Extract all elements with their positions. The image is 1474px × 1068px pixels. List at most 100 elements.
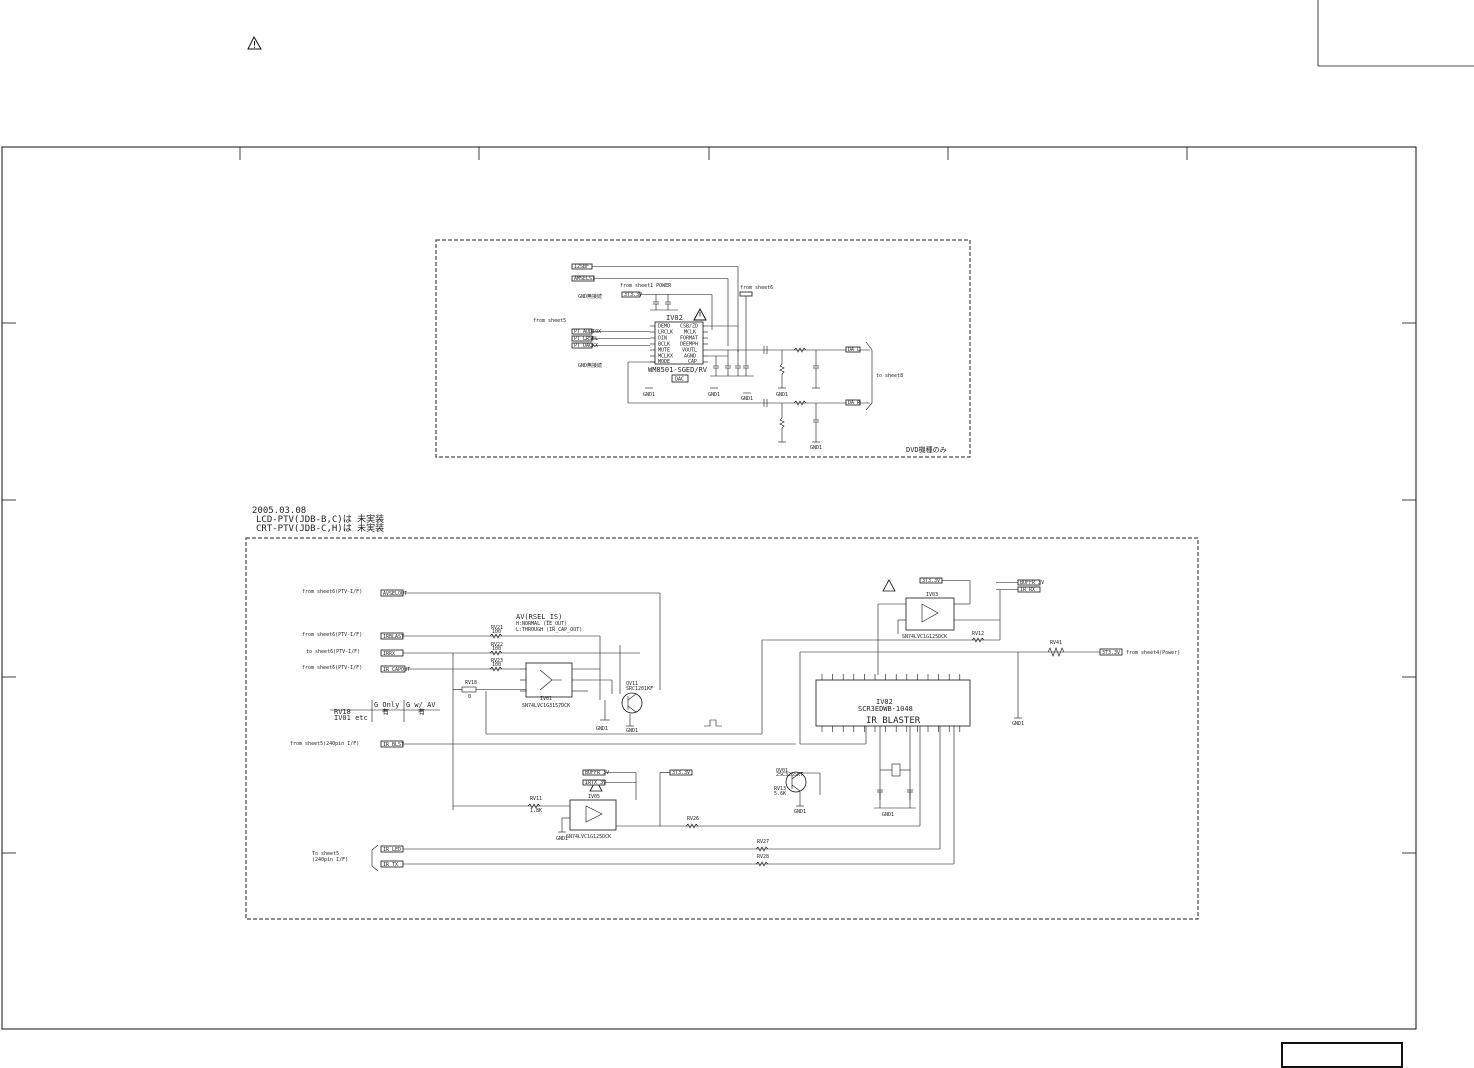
net-label: IR_LED bbox=[383, 847, 401, 853]
ic-reference: IV02 bbox=[876, 698, 893, 706]
output-net-label: DA_L bbox=[848, 347, 860, 353]
svg-text:GND1: GND1 bbox=[1012, 721, 1024, 727]
crystal-circuit: GND1 bbox=[874, 726, 916, 818]
warning-icon bbox=[693, 307, 707, 321]
svg-text:MUTE: MUTE bbox=[658, 348, 670, 354]
revision-note: 2005.03.08 LCD-PTV(JDB-B,C)は 未実装 CRT-PTV… bbox=[252, 506, 384, 534]
from-sheet-label: from sheet5 bbox=[533, 318, 566, 324]
ic-part-number: SN74LVC1G125DCK bbox=[902, 634, 947, 640]
inductor: RV41 bbox=[1047, 640, 1065, 657]
svg-text:RV18: RV18 bbox=[334, 708, 351, 716]
to-sheet-label: to sheet8 bbox=[876, 373, 903, 379]
sheet-bracket bbox=[865, 341, 873, 411]
ic-part-number: SN74LVC1G3157DCK bbox=[522, 703, 570, 709]
svg-text:有: 有 bbox=[418, 707, 425, 716]
output-net-label: DA_R bbox=[848, 400, 861, 406]
net-label: IRBLAST bbox=[383, 634, 404, 640]
ic-reference: IV03 bbox=[926, 592, 938, 598]
resistor: RV27 bbox=[755, 839, 769, 852]
ir-block: from sheet6(PTV-I/F) AVSELOUT from sheet… bbox=[245, 537, 1199, 920]
av-note-line: L:THROUGH (IR_CAP_OUT) bbox=[516, 627, 582, 633]
drawing-frame bbox=[1, 146, 1417, 1030]
svg-text:LRCLK: LRCLK bbox=[658, 330, 673, 336]
svg-text:IV01 etc: IV01 etc bbox=[334, 714, 368, 722]
svg-text:RV27: RV27 bbox=[757, 839, 769, 845]
ground-symbols: GND1 GND1 GND1 GND1 GND1 bbox=[643, 387, 822, 451]
sheet-ref-label: to sheet6(PTV-I/F) bbox=[306, 649, 360, 655]
svg-text:MCLK: MCLK bbox=[684, 330, 696, 336]
sheet-ref-label: from sheet5(240pin I/F) bbox=[290, 741, 359, 747]
dac-ic bbox=[654, 321, 704, 365]
ic-reference: IV01 bbox=[540, 696, 552, 702]
svg-text:RV21: RV21 bbox=[491, 625, 503, 631]
svg-text:G w/ AV: G w/ AV bbox=[406, 701, 436, 709]
ic-pins-right: CSB/ZD MCLK FORMAT DEEMPH VOUTL AGND CAP bbox=[680, 324, 708, 365]
output-r-path: DA_R bbox=[763, 399, 861, 442]
sheet-ref-label: from sheet6(PTV-I/F) bbox=[302, 632, 362, 638]
svg-text:100: 100 bbox=[492, 662, 501, 668]
svg-text:5.6K: 5.6K bbox=[774, 791, 786, 797]
svg-text:CAP: CAP bbox=[688, 359, 697, 365]
to-sheet-label: (240pin I/F) bbox=[312, 857, 348, 863]
svg-text:RV22: RV22 bbox=[491, 642, 503, 648]
power-net-label: 3T3.3V bbox=[624, 292, 642, 298]
dac-block: I2SBF AMSELSI GND無接続 GND無接続 from sheet5 … bbox=[435, 239, 971, 458]
net-label: 3T3.3V bbox=[1102, 650, 1120, 656]
svg-text:GND1: GND1 bbox=[626, 728, 638, 734]
sheet-ref-label: from sheet6(PTV-I/F) bbox=[302, 665, 362, 671]
net-label: AMSELSI bbox=[574, 276, 595, 282]
net-label: BUFFR_3V bbox=[1020, 580, 1044, 586]
mux-ic bbox=[525, 662, 573, 698]
net-label: IR_TX bbox=[383, 862, 398, 868]
buffer-ic bbox=[905, 597, 955, 631]
region-note: DVD機種のみ bbox=[906, 445, 947, 454]
ic-part-number: SCR3EDWB-1048 bbox=[858, 705, 913, 713]
svg-text:GND1: GND1 bbox=[596, 726, 608, 732]
transistor: QV01 2SC3265KT RV13 5.6K bbox=[774, 768, 807, 797]
sheet-ref-label: from sheet6(PTV-I/F) bbox=[302, 589, 362, 595]
svg-text:GND1: GND1 bbox=[708, 392, 720, 398]
net-label: 3T3.3V bbox=[922, 578, 940, 584]
pulse-symbol bbox=[704, 719, 722, 727]
ic-pins-top bbox=[821, 674, 961, 680]
net-label: I2SBF bbox=[574, 264, 589, 270]
svg-text:GND1: GND1 bbox=[643, 392, 655, 398]
svg-text:RV11: RV11 bbox=[530, 796, 542, 802]
svg-text:BCLK: BCLK bbox=[658, 342, 670, 348]
svg-text:SRC1201KF: SRC1201KF bbox=[626, 686, 653, 692]
svg-text:有: 有 bbox=[382, 707, 389, 716]
net-label: 3T3.3V bbox=[672, 770, 690, 776]
net-label: PT_DACKX bbox=[574, 343, 598, 349]
svg-text:DEMO: DEMO bbox=[658, 324, 670, 330]
net-label: IR_CAPOUT bbox=[383, 667, 410, 673]
from-sheet-label: from sheet1 POWER bbox=[620, 283, 672, 289]
ic-part-number: SN74LVC1G125DCK bbox=[566, 834, 611, 840]
svg-text:2SC3265KT: 2SC3265KT bbox=[776, 772, 803, 778]
net-label: PT_LRSEL bbox=[574, 336, 598, 342]
ic-function-box bbox=[671, 374, 689, 383]
svg-text:VOUTL: VOUTL bbox=[682, 348, 697, 354]
from-sheet-label: from sheet6 bbox=[740, 285, 773, 291]
svg-text:RV26: RV26 bbox=[687, 816, 699, 822]
svg-text:GND1: GND1 bbox=[810, 445, 822, 451]
svg-text:GND1: GND1 bbox=[776, 392, 788, 398]
warning-icon bbox=[882, 579, 896, 592]
svg-text:CSB/ZD: CSB/ZD bbox=[680, 324, 698, 330]
warning-icon bbox=[247, 35, 262, 50]
svg-text:DIN: DIN bbox=[658, 336, 667, 342]
to-sheet-label: To sheet5 bbox=[312, 851, 339, 857]
net-label: IRTX_3V bbox=[585, 780, 606, 786]
svg-text:FORMAT: FORMAT bbox=[680, 336, 698, 342]
svg-text:RV13: RV13 bbox=[774, 786, 786, 792]
svg-text:QV11: QV11 bbox=[626, 681, 638, 687]
page-number-box bbox=[1281, 1042, 1403, 1068]
buffer-ic bbox=[569, 799, 617, 831]
resistor: RV26 bbox=[685, 816, 699, 829]
ic-function-label: DAC bbox=[675, 377, 684, 383]
svg-text:100: 100 bbox=[492, 646, 501, 652]
capacitor-cluster bbox=[710, 350, 754, 377]
ic-reference: IV02 bbox=[666, 314, 683, 322]
svg-text:QV01: QV01 bbox=[776, 768, 788, 774]
